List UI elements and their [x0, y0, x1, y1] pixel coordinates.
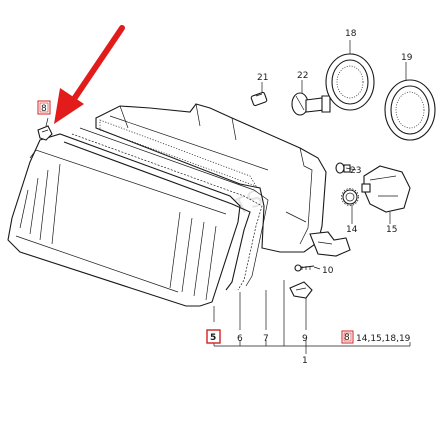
headlight-housing: [95, 103, 351, 257]
callout-8: 8: [41, 104, 47, 114]
headlight-lens: [7, 133, 241, 307]
bulb-22: [291, 92, 331, 116]
lens-seal-frames: [63, 127, 269, 291]
boxed-callout-8-refs: 8 14,15,18,19: [341, 330, 411, 344]
callout-1: 1: [302, 356, 308, 366]
callout-5: 5: [210, 333, 216, 343]
callout-7: 7: [263, 334, 269, 344]
callout-9: 9: [302, 334, 308, 344]
callout-10: 10: [322, 266, 334, 276]
bulb-21: [250, 91, 268, 107]
cover-cap-19: [384, 79, 436, 141]
callout-6: 6: [237, 334, 243, 344]
clip-9: [289, 281, 313, 299]
callout-21: 21: [257, 73, 268, 83]
callout-14: 14: [346, 225, 358, 235]
screw-10: [294, 264, 315, 272]
retaining-clip: [37, 125, 53, 141]
range-adjuster-motor: [361, 165, 411, 213]
cover-cap-18: [325, 53, 375, 111]
side-bulb: [335, 162, 351, 174]
callout-19: 19: [401, 53, 413, 63]
callout-18: 18: [345, 29, 357, 39]
callout-8-ref-list: 14,15,18,19: [356, 334, 411, 344]
leader-lines: [45, 40, 411, 354]
callout-22: 22: [297, 71, 308, 81]
boxed-callout-8: 8: [37, 100, 51, 115]
boxed-callout-5: 5: [206, 329, 221, 344]
lock-ring: [341, 188, 359, 206]
pointer-arrow: [54, 25, 125, 124]
callout-8-ref: 8: [344, 333, 350, 343]
callout-15: 15: [386, 225, 397, 235]
callout-23: 23: [350, 166, 361, 176]
